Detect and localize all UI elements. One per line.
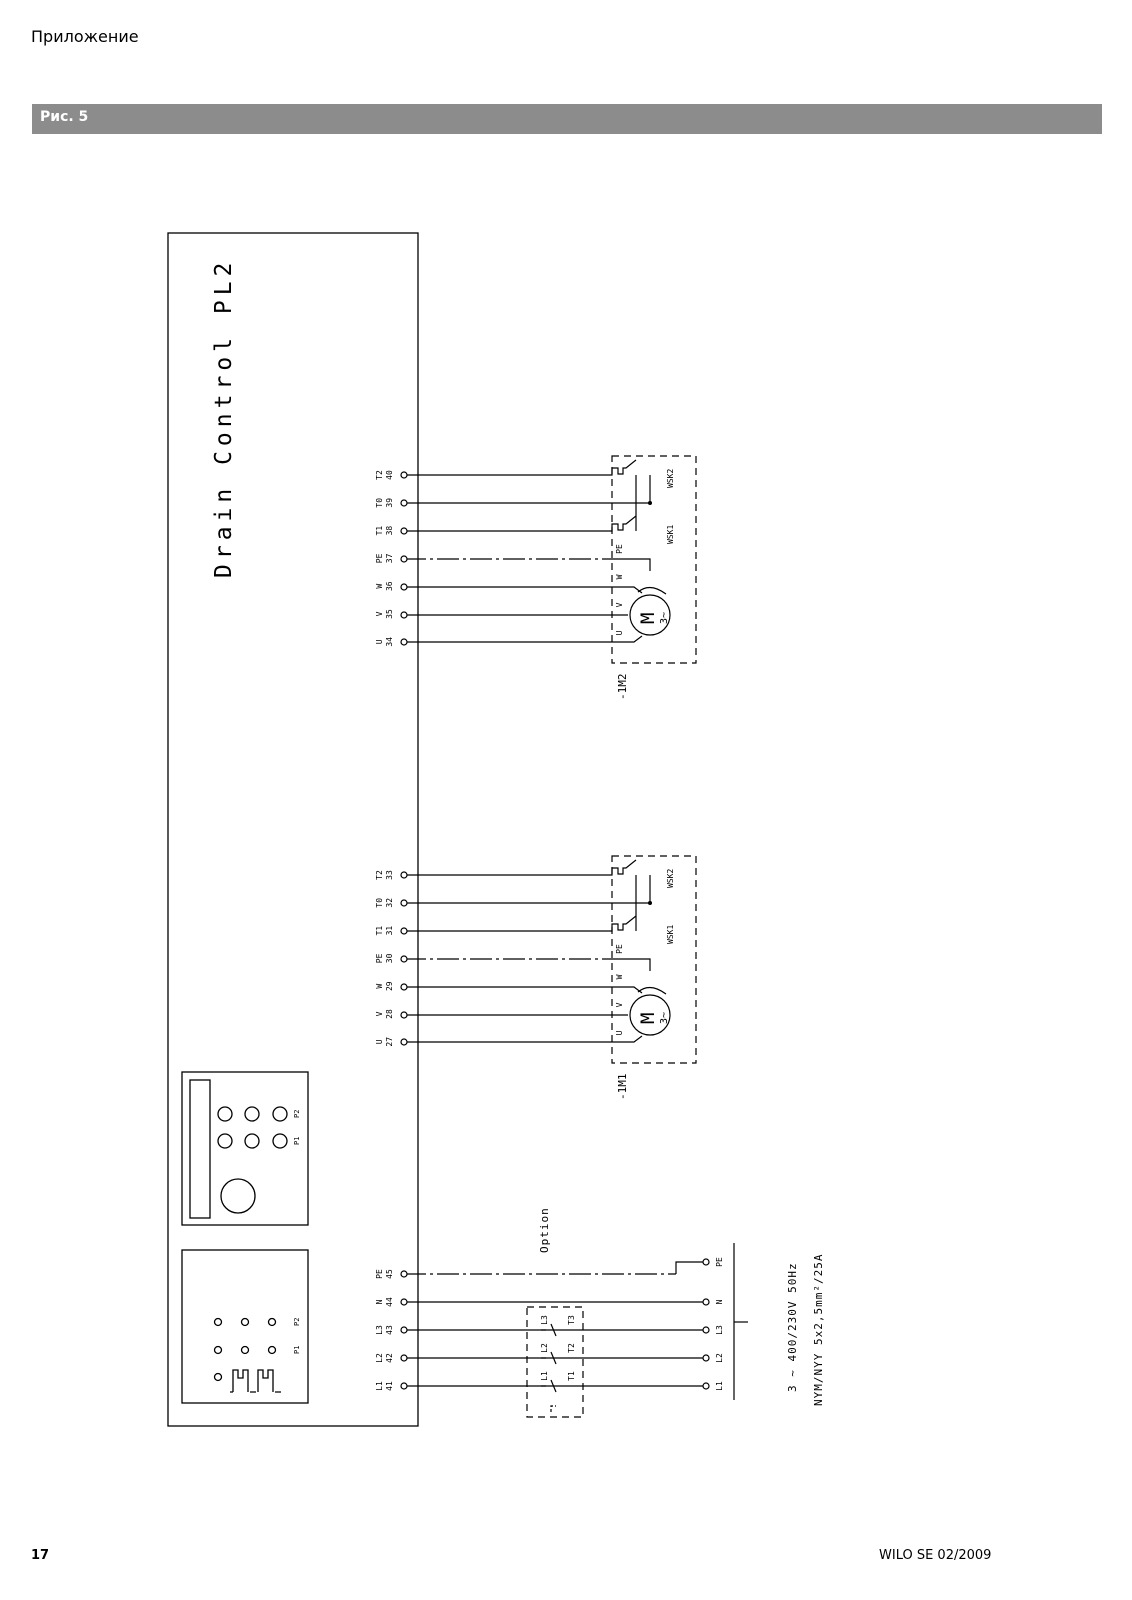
motor-1m1-wsk1: WSK1 — [666, 925, 675, 944]
mains-terminal-label: N — [715, 1299, 724, 1304]
terminal-number: 43 — [385, 1325, 394, 1335]
motor-pin-label: PE — [615, 544, 624, 554]
motor-1m2-pin-labels: PE W V U — [615, 544, 624, 635]
terminal-name: L3 — [375, 1325, 384, 1335]
motor-pin-label: PE — [615, 944, 624, 954]
mains-terminal-label: L1 — [715, 1381, 724, 1391]
mains-terminal-label: PE — [715, 1257, 724, 1267]
supply-voltage-label: 3 ~ 400/230V 50Hz — [786, 1262, 799, 1392]
figure-label: Рис. 5 — [40, 109, 89, 125]
terminal-name: U — [375, 1039, 384, 1044]
panel-p1-label: P1 — [293, 1137, 301, 1145]
terminal-name: V — [375, 1011, 384, 1016]
motor-1m2-ref: -1M2 — [616, 674, 629, 701]
option-line-label: L3 — [540, 1315, 549, 1325]
figure-bar: Рис. 5 — [32, 104, 1102, 134]
terminal-name: T0 — [375, 498, 384, 508]
terminal-number: 28 — [385, 1009, 394, 1019]
option-load-label: T3 — [567, 1315, 576, 1325]
motor-1m2-wsk1: WSK1 — [666, 525, 675, 544]
motor-1m1-wsk2: WSK2 — [666, 869, 675, 888]
terminal-number: 30 — [385, 953, 394, 963]
motor-1m1-symbol: M — [637, 1013, 659, 1024]
section-title: Приложение — [31, 27, 139, 46]
terminal-number: 36 — [385, 581, 394, 591]
terminal-name: L2 — [375, 1353, 384, 1363]
motor-pin-label: W — [615, 574, 624, 579]
terminal-name: T1 — [375, 526, 384, 536]
indicator-panel — [181, 1071, 309, 1226]
relay-panel — [181, 1249, 309, 1404]
terminal-name: T0 — [375, 898, 384, 908]
motor-pin-label: U — [615, 1030, 624, 1035]
terminal-number: 39 — [385, 498, 394, 508]
terminal-name: T2 — [375, 870, 384, 880]
option-load-label: T2 — [567, 1343, 576, 1353]
main-switch-knob — [220, 1178, 256, 1214]
footer-brand: WILO SE 02/2009 — [879, 1548, 992, 1563]
terminal-number: 41 — [385, 1381, 394, 1391]
terminal-number: 35 — [385, 609, 394, 619]
motor-1m1-ref: -1M1 — [616, 1074, 629, 1101]
terminal-name: T1 — [375, 926, 384, 936]
motor-group-1m2 — [400, 455, 697, 664]
motor-pin-label: U — [615, 630, 624, 635]
motor-1m2-phase: 3~ — [659, 612, 670, 624]
display-window — [189, 1079, 211, 1219]
relay-p1-label: P1 — [293, 1346, 301, 1354]
motor-1m1-pin-labels: PE W V U — [615, 944, 624, 1035]
panel-p2-label: P2 — [293, 1110, 301, 1118]
terminal-name: V — [375, 611, 384, 616]
controller-housing — [167, 232, 419, 1427]
motor-1m2-wsk2: WSK2 — [666, 469, 675, 488]
option-load-label: T1 — [567, 1371, 576, 1381]
terminal-number: 31 — [385, 926, 394, 936]
terminal-number: 45 — [385, 1269, 394, 1279]
controller-title: Drain Control PL2 — [211, 258, 237, 578]
terminal-number: 29 — [385, 981, 394, 991]
terminal-name: W — [375, 984, 384, 989]
mains-terminal-label: L2 — [715, 1353, 724, 1363]
relay-contact-symbols — [230, 1369, 281, 1393]
option-label: Option — [538, 1207, 551, 1253]
terminal-number: 38 — [385, 526, 394, 536]
terminal-number: 32 — [385, 898, 394, 908]
motor-pin-label: V — [615, 1002, 624, 1007]
indicator-lamps — [217, 1106, 288, 1149]
mains-terminal-label: L3 — [715, 1325, 724, 1335]
terminal-name: PE — [375, 553, 384, 563]
relay-indicators — [213, 1317, 277, 1382]
motor-pin-label: W — [615, 974, 624, 979]
terminal-name: N — [375, 1299, 384, 1304]
terminal-name: U — [375, 639, 384, 644]
motor-1m2-symbol: M — [637, 613, 659, 624]
page-number: 17 — [31, 1548, 50, 1563]
relay-p2-label: P2 — [293, 1318, 301, 1326]
terminal-name: PE — [375, 1269, 384, 1279]
terminal-number: 37 — [385, 553, 394, 563]
motor-pin-label: V — [615, 602, 624, 607]
mains-wiring — [400, 1243, 748, 1418]
motor-1m1-phase: 3~ — [659, 1012, 670, 1024]
option-line-label: L1 — [540, 1371, 549, 1381]
terminal-number: 44 — [385, 1297, 394, 1307]
terminal-number: 27 — [385, 1037, 394, 1047]
option-line-label: L2 — [540, 1343, 549, 1353]
terminal-name: W — [375, 584, 384, 589]
motor-group-1m1 — [400, 855, 697, 1064]
terminal-number: 34 — [385, 637, 394, 647]
terminal-name: PE — [375, 953, 384, 963]
cable-spec-label: NYM/NYY 5x2,5mm²/25A — [812, 1254, 825, 1406]
terminal-number: 42 — [385, 1353, 394, 1363]
terminal-name: T2 — [375, 470, 384, 480]
terminal-number: 40 — [385, 470, 394, 480]
terminal-number: 33 — [385, 870, 394, 880]
terminal-name: L1 — [375, 1381, 384, 1391]
